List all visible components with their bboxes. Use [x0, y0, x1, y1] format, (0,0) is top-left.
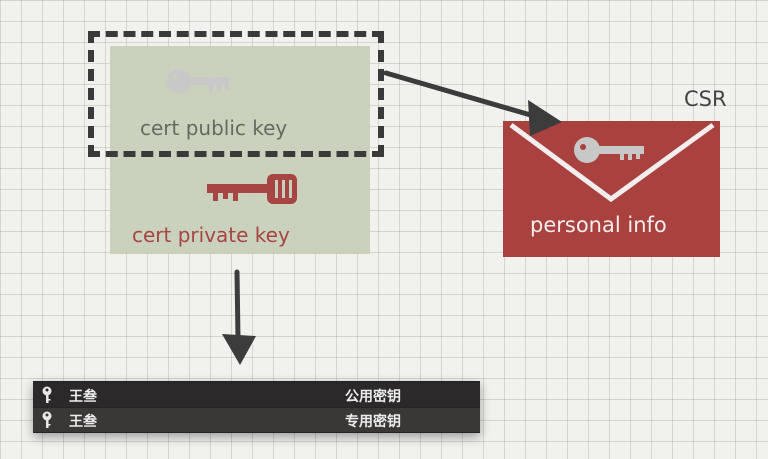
keychain-kind: 公用密钥: [345, 389, 401, 405]
arrow-to-csr: [383, 70, 562, 136]
keychain-name: 王叁: [69, 389, 97, 405]
arrow-to-keychain: [222, 269, 256, 365]
private-key-icon: [207, 174, 297, 204]
csr-title: CSR: [684, 87, 727, 111]
public-key-label: cert public key: [140, 116, 288, 140]
envelope-flap: [509, 122, 715, 203]
keychain-kind: 专用密钥: [345, 414, 401, 430]
keychain-name: 王叁: [69, 414, 97, 430]
csr-public-key-icon: [574, 137, 644, 163]
key-icon: [42, 411, 52, 428]
public-key-icon: [167, 69, 229, 93]
keychain-row-private[interactable]: 王叁 专用密钥: [33, 408, 480, 432]
keychain-row-public[interactable]: 王叁 公用密钥: [33, 383, 480, 407]
public-key-selection: [88, 31, 384, 157]
key-icon: [42, 386, 52, 403]
certificate-keypair-box: [110, 46, 370, 254]
private-key-label: cert private key: [132, 223, 290, 247]
personal-info-label: personal info: [530, 213, 667, 237]
keychain-list: 王叁 公用密钥 王叁 专用密钥: [33, 381, 480, 433]
